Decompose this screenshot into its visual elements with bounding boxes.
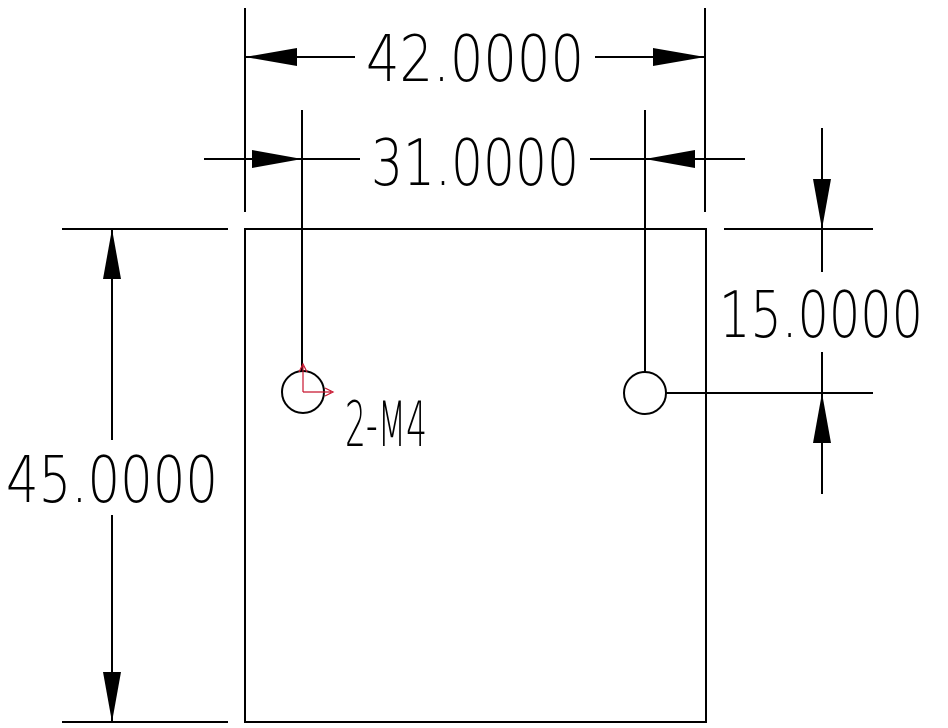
dim-overall-height[interactable]: 45.0000: [6, 228, 228, 723]
arrowhead-lower: [103, 672, 121, 722]
arrowhead-left: [245, 48, 297, 66]
dim-text-hole-offset: 15.0000: [719, 279, 923, 353]
dim-hole-spacing[interactable]: 31.0000: [204, 110, 745, 378]
part-outline[interactable]: [244, 228, 707, 723]
dim-text-hole-spacing: 31.0000: [371, 127, 579, 201]
arrowhead-right: [653, 48, 705, 66]
dim-text-overall-width: 42.0000: [366, 23, 584, 97]
dim-overall-width[interactable]: 42.0000: [244, 8, 706, 212]
arrowhead-right: [645, 150, 695, 168]
arrowhead-upper: [813, 179, 831, 229]
arrowhead-upper: [103, 229, 121, 279]
ucs-marker-icon: [298, 362, 335, 397]
arrowhead-lower: [813, 393, 831, 443]
hole-callout: 2-M4: [345, 388, 427, 461]
hole-right[interactable]: [623, 371, 667, 415]
arrowhead-left: [252, 150, 302, 168]
dim-hole-offset[interactable]: 15.0000: [666, 128, 923, 494]
dim-text-overall-height: 45.0000: [6, 444, 218, 518]
